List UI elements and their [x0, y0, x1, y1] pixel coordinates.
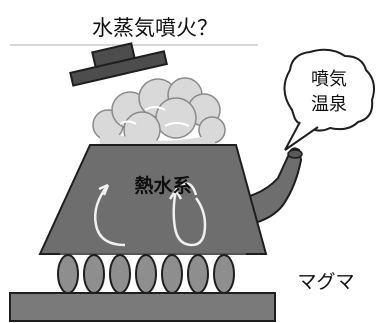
hot-spring-label: 温泉	[311, 94, 347, 115]
diagram-title: 水蒸気噴火？	[92, 16, 218, 40]
speech-bubble: 噴気 温泉	[283, 48, 375, 151]
magma-blob	[213, 254, 235, 294]
magma-label: マグマ	[297, 271, 354, 293]
circulation-arrows	[94, 182, 207, 247]
kettle-lid	[69, 42, 168, 87]
magma-blob	[57, 254, 79, 294]
magma-blob	[109, 254, 131, 294]
spout-opening	[287, 149, 303, 159]
hydrothermal-system-label: 熱水系	[134, 174, 191, 197]
kettle-body	[38, 144, 268, 255]
steam-cloud	[92, 77, 226, 149]
magma-blob	[161, 254, 183, 294]
magma-blob	[135, 254, 157, 294]
magma-blob	[187, 254, 209, 294]
fumarole-label: 噴気	[311, 69, 347, 90]
magma-blob	[83, 254, 105, 294]
ground-base	[9, 292, 276, 322]
magma-blob-row	[57, 254, 235, 294]
